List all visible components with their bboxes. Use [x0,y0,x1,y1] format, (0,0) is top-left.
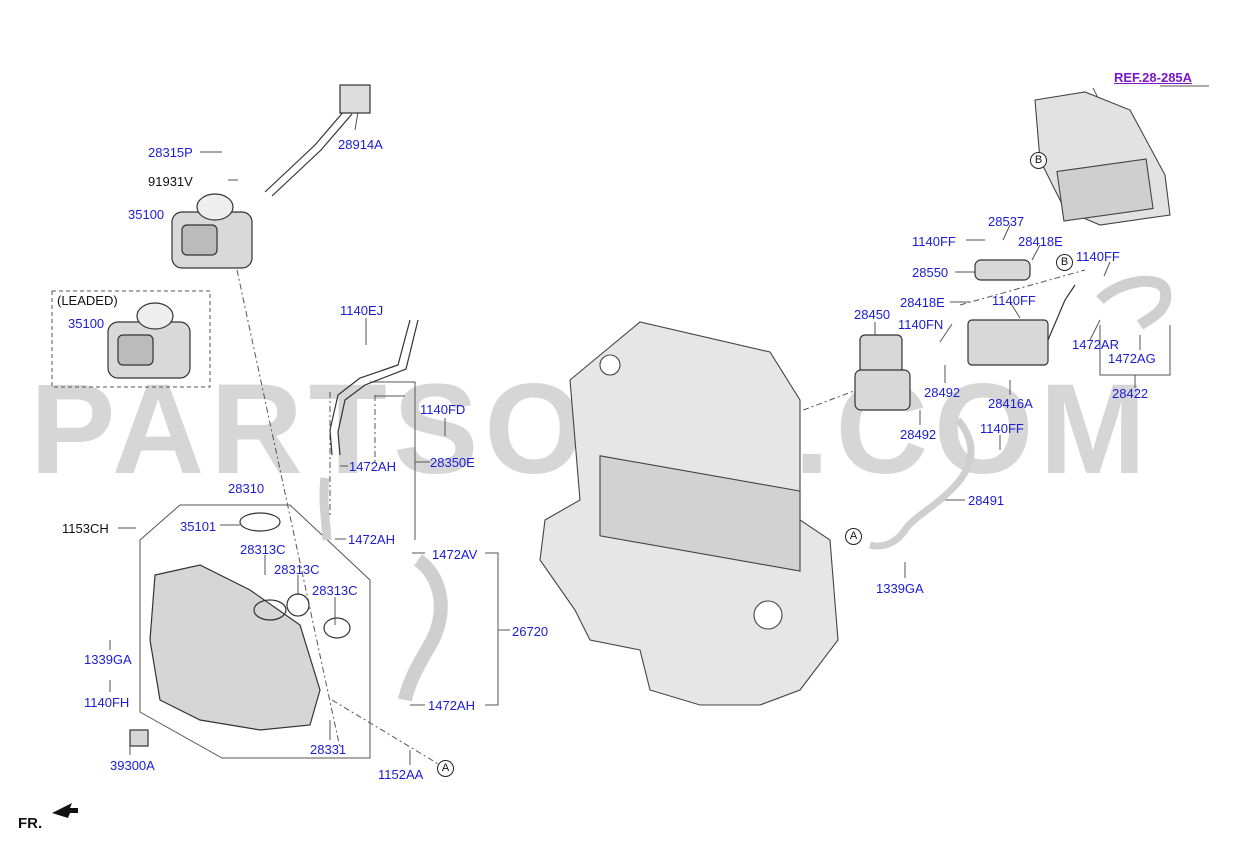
hose-28350e-drawing [319,319,419,541]
leaded-label: (LEADED) [57,293,118,308]
part-label[interactable]: 28331 [310,742,347,757]
callout-a-marker: A [845,528,862,545]
part-label[interactable]: 1140FN [898,317,944,332]
part-label[interactable]: 28537 [988,214,1025,229]
part-label[interactable]: 39300A [110,758,155,773]
part-label[interactable]: 1140FD [420,402,466,417]
intake-manifold-drawing [129,512,351,747]
part-label[interactable]: 26720 [512,624,549,639]
callout-a-marker: A [437,760,454,777]
part-label[interactable]: 1140FF [1076,249,1120,264]
front-direction-label: FR. [18,815,43,832]
part-label[interactable]: 1472AR [1072,337,1119,352]
part-label[interactable]: 1140FF [912,234,956,249]
manifold-group-box [139,504,371,759]
part-label[interactable]: 28550 [912,265,949,280]
exhaust-manifold-drawing [1034,91,1171,226]
leaded-group-box [51,290,211,388]
part-label[interactable]: 28422 [1112,386,1149,401]
part-label[interactable]: 1140FF [980,421,1024,436]
engine-block-drawing [539,321,839,706]
part-label[interactable]: 28315P [148,145,193,160]
part-label[interactable]: 28418E [1018,234,1063,249]
part-label[interactable]: 35101 [180,519,217,534]
part-label[interactable]: 1339GA [84,652,132,667]
part-label[interactable]: 1339GA [876,581,924,596]
part-label[interactable]: 28313C [240,542,286,557]
part-label[interactable]: 28914A [338,137,383,152]
egr-cooler-drawing [967,259,1076,366]
callout-b-marker: B [1030,152,1047,169]
part-label[interactable]: 1140FF [992,293,1036,308]
part-label[interactable]: 35100 [68,316,105,331]
part-label[interactable]: 1472AH [428,698,475,713]
part-label[interactable]: 28450 [854,307,891,322]
hose-26720-drawing [398,554,448,702]
egr-pipe-28491-drawing [868,417,975,550]
part-label[interactable]: 28313C [274,562,320,577]
part-label[interactable]: 35100 [128,207,165,222]
part-label[interactable]: 28310 [228,481,265,496]
throttle-body-drawing [171,193,253,269]
part-label[interactable]: 28313C [312,583,358,598]
egr-valve-drawing [854,334,911,411]
part-label[interactable]: 28492 [900,427,937,442]
part-label[interactable]: 1152AA [378,767,424,782]
part-label[interactable]: 1472AH [348,532,395,547]
part-label[interactable]: 91931V [148,174,193,189]
part-label[interactable]: 1472AG [1108,351,1156,366]
tube-28914a-drawing [264,84,371,197]
part-label[interactable]: 28492 [924,385,961,400]
front-arrow-icon [52,803,78,818]
part-label[interactable]: 28491 [968,493,1005,508]
part-label[interactable]: 1153CH [62,521,109,536]
part-label[interactable]: 1472AH [349,459,396,474]
part-label[interactable]: 28418E [900,295,945,310]
callout-b-marker: B [1056,254,1073,271]
throttle-body-leaded-drawing [107,302,191,379]
part-label[interactable]: 1472AV [432,547,478,562]
part-label[interactable]: 1140FH [84,695,130,710]
part-label[interactable]: 28350E [430,455,475,470]
part-label[interactable]: 28416A [988,396,1033,411]
egr-hose-drawing [1096,275,1172,330]
reference-link[interactable]: REF.28-285A [1114,70,1193,85]
part-label[interactable]: 1140EJ [340,303,384,318]
